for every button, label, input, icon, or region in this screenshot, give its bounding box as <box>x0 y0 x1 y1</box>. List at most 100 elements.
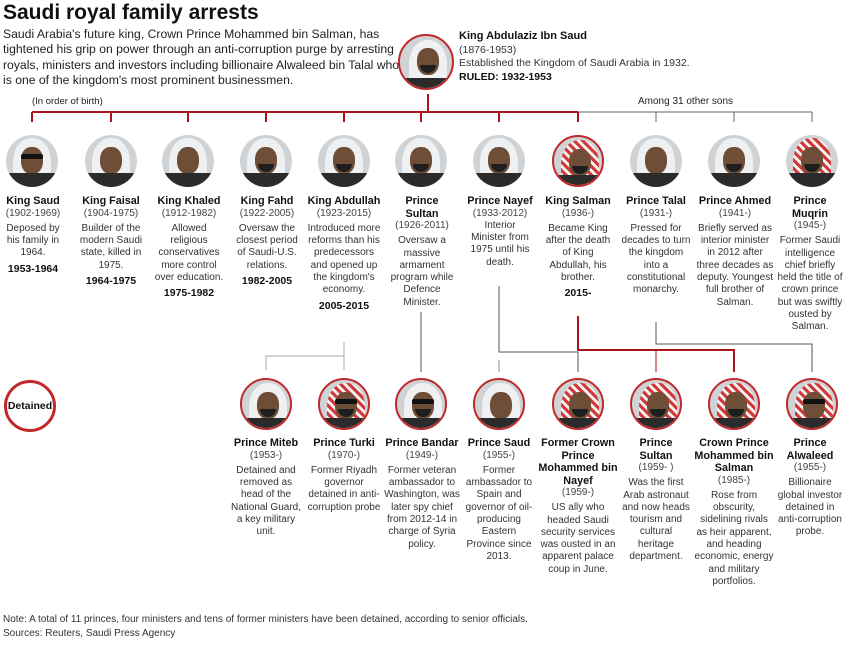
detainee-name: Prince Sultan <box>639 437 673 462</box>
detainee-name: Crown Prince Mohammed bin Salman <box>694 437 774 474</box>
detainee-portrait-alwaleed <box>786 378 838 430</box>
son-portrait-faisal <box>85 135 137 187</box>
son-portrait-khaled <box>162 135 214 187</box>
connector-nayef-mbn <box>498 286 579 372</box>
son-name: King Faisal <box>82 195 140 207</box>
detainee-portrait-miteb <box>240 378 292 430</box>
son-years: (1912-1982) <box>161 207 217 219</box>
connector-abdullah-miteb <box>265 342 345 370</box>
detained-badge: Detained <box>4 380 56 432</box>
note-text: Note: A total of 11 princes, four minist… <box>3 614 528 625</box>
son-card-faisal: King Faisal (1904-1975) Builder of the m… <box>78 195 144 287</box>
detainee-desc: Former ambassador to Spain and governor … <box>465 464 533 562</box>
detainee-desc: Detained and removed as head of the Nati… <box>230 464 302 538</box>
son-portrait-ahmed <box>708 135 760 187</box>
son-card-saud: King Saud (1902-1969) Deposed by his fam… <box>3 195 63 275</box>
son-reign: 1982-2005 <box>241 274 293 287</box>
sources-text: Sources: Reuters, Saudi Press Agency <box>3 627 176 639</box>
detainee-card-miteb: Prince Miteb (1953-) Detained and remove… <box>230 437 302 539</box>
detainee-years: (1959-) <box>561 487 595 498</box>
son-portrait-nayef <box>473 135 525 187</box>
son-name: Prince Nayef <box>467 195 533 207</box>
founder-portrait <box>398 34 454 90</box>
son-desc: Allowed religious conservatives more con… <box>154 222 224 283</box>
son-card-nayef: Prince Nayef (1933-2012) Interior Minist… <box>466 195 534 269</box>
son-card-abdullah: King Abdullah (1923-2015) Introduced mor… <box>307 195 381 312</box>
son-name: Prince Muqrin <box>792 195 828 220</box>
founder-info: King Abdulaziz Ibn Saud (1876-1953) Esta… <box>459 30 759 84</box>
detainee-name: Former Crown Prince Mohammed bin Nayef <box>538 437 618 487</box>
son-reign: 2005-2015 <box>318 299 370 312</box>
son-years: (1941-) <box>718 207 752 219</box>
son-name: King Salman <box>545 195 611 207</box>
footnote: Note: A total of 11 princes, four minist… <box>3 613 528 640</box>
son-name: King Saud <box>6 195 60 207</box>
son-desc: Became King after the death of King Abdu… <box>545 222 611 283</box>
son-years: (1922-2005) <box>239 207 295 219</box>
son-name: Prince Sultan <box>405 195 439 220</box>
detainee-years: (1949-) <box>405 449 439 461</box>
son-desc: Introduced more reforms than his predece… <box>307 222 381 296</box>
founder-years: (1876-1953) <box>459 43 517 56</box>
detainee-name: Prince Turki <box>313 437 375 449</box>
son-portrait-saud <box>6 135 58 187</box>
son-desc: Interior Minister from 1975 until his de… <box>470 219 530 268</box>
son-name: King Abdullah <box>307 195 381 207</box>
other-sons-note: Among 31 other sons <box>638 96 734 107</box>
son-portrait-fahd <box>240 135 292 187</box>
son-portrait-sultan <box>395 135 447 187</box>
son-reign: 2015- <box>564 287 592 300</box>
son-years: (1945-) <box>793 220 827 231</box>
detainee-years: (1955-) <box>482 449 516 461</box>
son-name: Prince Ahmed <box>698 195 772 207</box>
son-portrait-talal <box>630 135 682 187</box>
son-card-ahmed: Prince Ahmed (1941-) Briefly served as i… <box>696 195 774 309</box>
founder-ruled: RULED: 1932-1953 <box>459 70 552 83</box>
page-title: Saudi royal family arrests <box>3 1 259 24</box>
detainee-card-mbs: Crown Prince Mohammed bin Salman (1985-)… <box>694 437 774 588</box>
founder-desc: Established the Kingdom of Saudi Arabia … <box>459 57 690 69</box>
son-desc: Oversaw the closest period of Saudi-U.S.… <box>236 222 298 271</box>
detainee-desc: US ally who headed Saudi security servic… <box>540 502 616 575</box>
detainee-portrait-mbs <box>708 378 760 430</box>
son-card-salman: King Salman (1936-) Became King after th… <box>543 195 613 300</box>
son-card-khaled: King Khaled (1912-1982) Allowed religiou… <box>154 195 224 300</box>
detainee-years: (1985-) <box>717 474 751 486</box>
detainee-card-saud: Prince Saud (1955-) Former ambassador to… <box>463 437 535 563</box>
detainee-portrait-turki <box>318 378 370 430</box>
founder-name: King Abdulaziz Ibn Saud <box>459 30 587 42</box>
son-desc: Builder of the modern Saudi state, kille… <box>79 222 143 271</box>
son-card-talal: Prince Talal (1931-) Pressed for decades… <box>620 195 692 297</box>
detainee-portrait-sultan <box>630 378 682 430</box>
detainee-desc: Was the first Arab astronaut and now hea… <box>622 477 690 563</box>
detainee-card-mbn: Former Crown Prince Mohammed bin Nayef (… <box>536 437 620 576</box>
son-reign: 1975-1982 <box>163 287 215 300</box>
son-years: (1923-2015) <box>316 207 372 219</box>
son-portrait-salman <box>552 135 604 187</box>
detainee-portrait-saud <box>473 378 525 430</box>
son-portrait-muqrin <box>786 135 838 187</box>
son-reign: 1964-1975 <box>85 274 137 287</box>
son-years: (1902-1969) <box>5 207 61 219</box>
son-name: Prince Talal <box>626 195 686 207</box>
detainee-desc: Former Riyadh governor detained in anti-… <box>307 464 381 513</box>
detainee-name: Prince Miteb <box>233 437 299 449</box>
detainee-portrait-bandar <box>395 378 447 430</box>
son-desc: Former Saudi intelligence chief briefly … <box>777 235 843 333</box>
son-card-fahd: King Fahd (1922-2005) Oversaw the closes… <box>232 195 302 287</box>
detainee-desc: Billionaire global investor detained in … <box>777 477 843 538</box>
detainee-card-alwaleed: Prince Alwaleed (1955-) Billionaire glob… <box>776 437 844 539</box>
son-name: King Fahd <box>240 195 294 207</box>
detainee-desc: Former veteran ambassador to Washington,… <box>384 464 460 550</box>
son-years: (1926-2011) <box>395 220 449 231</box>
son-desc: Pressed for decades to turn the kingdom … <box>621 222 691 296</box>
son-reign: 1953-1964 <box>7 262 59 275</box>
son-name: King Khaled <box>157 195 221 207</box>
son-card-muqrin: Prince Muqrin (1945-) Former Saudi intel… <box>775 195 845 334</box>
son-years: (1936-) <box>561 207 595 219</box>
son-card-sultan: Prince Sultan (1926-2011) Oversaw a mass… <box>388 195 456 309</box>
son-years: (1931-) <box>639 207 673 219</box>
detainee-name: Prince Alwaleed <box>786 437 834 462</box>
son-desc: Oversaw a massive armament program while… <box>390 235 454 308</box>
